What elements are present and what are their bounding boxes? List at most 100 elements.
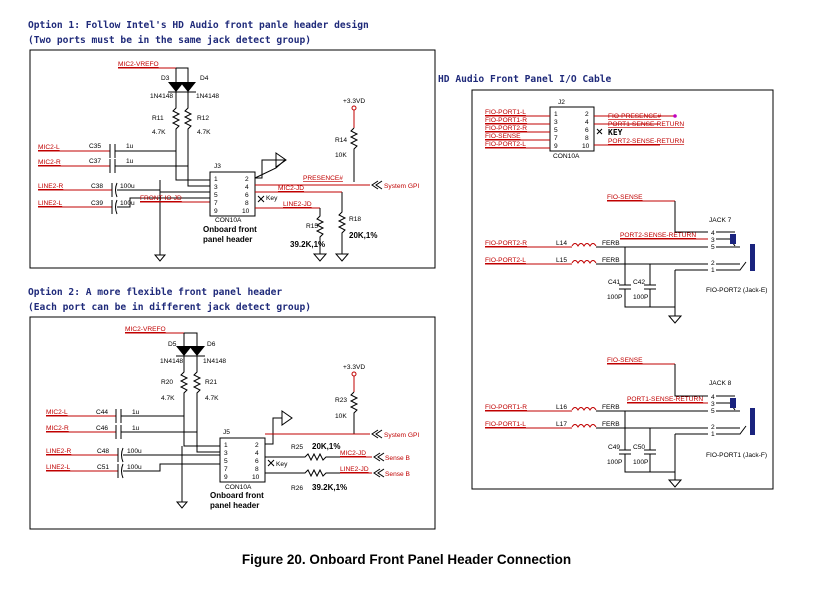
j3-pin-4: 4: [245, 184, 249, 191]
r20-label: R20: [161, 379, 173, 386]
r15-value: 39.2K,1%: [290, 240, 325, 249]
r23-value: 10K: [335, 413, 347, 420]
resistor-r21: [192, 356, 202, 432]
j5-pin-1: 1: [224, 442, 228, 449]
r11-value: 4.7K: [152, 129, 166, 136]
jack8-l-top: L16: [556, 404, 567, 411]
jack8-body: [750, 408, 755, 435]
connector-j5: [219, 437, 266, 483]
j2-net-port2-r: FIO-PORT2-R: [485, 125, 527, 132]
resistor-r23: [349, 391, 359, 434]
jack8-l-bot: L17: [556, 421, 567, 428]
d4-label: D4: [200, 75, 209, 82]
jack7-body: [750, 244, 755, 271]
jack7-l-top: L14: [556, 240, 567, 247]
jack8-sense-net: FIO-SENSE: [607, 357, 643, 364]
r26-label: R26: [291, 485, 303, 492]
mic2-r-net-2: MIC2-R: [46, 425, 69, 432]
line2-l-net: LINE2-L: [38, 200, 63, 207]
j2-pin-4: 4: [585, 119, 589, 126]
c39-label: C39: [91, 200, 103, 207]
d6-part: 1N4148: [203, 358, 226, 365]
line2-jd-net: LINE2-JD: [283, 201, 312, 208]
r15-label: R15: [306, 223, 318, 230]
jack7-circuit: FIO-SENSE JACK 7 PORT2-SENSE-RETURN FIO-…: [485, 194, 767, 324]
c37-label: C37: [89, 158, 101, 165]
jack7-pin-4: 4: [711, 230, 715, 237]
j5-pin-3: 3: [224, 450, 228, 457]
jack7-name: FIO-PORT2 (Jack-E): [706, 287, 767, 294]
c38-label: C38: [91, 183, 103, 190]
jack7-l-bot: L15: [556, 257, 567, 264]
j2-pin-9: 9: [554, 143, 558, 150]
jack8-cb: C50: [633, 444, 645, 451]
jack7-cav: 100P: [607, 294, 623, 301]
r18-label: R18: [349, 216, 361, 223]
system-gpi-1: System GPI: [384, 183, 419, 190]
c46-label: C46: [96, 425, 108, 432]
j2-pin-1: 1: [554, 111, 558, 118]
j2-net-port2-return: PORT2-SENSE-RETURN: [608, 138, 684, 145]
r20-value: 4.7K: [161, 395, 175, 402]
j5-part: CON10A: [225, 484, 252, 491]
line2-r-net-2: LINE2-R: [46, 448, 72, 455]
d5-part: 1N4148: [160, 358, 183, 365]
diode-d6: [189, 346, 205, 357]
inductor-l14: [571, 243, 597, 247]
line2-l-net-2: LINE2-L: [46, 464, 71, 471]
capacitor-c39: [111, 199, 118, 215]
presence-net: PRESENCE#: [303, 175, 343, 182]
jack8-ferb-top: FERB: [602, 404, 620, 411]
jack8-cbv: 100P: [633, 459, 649, 466]
j3-pin-7: 7: [214, 200, 218, 207]
inductor-l17: [571, 424, 597, 428]
option1-vref-net: MIC2-VREFO: [118, 61, 159, 68]
jack8-port-l: FIO-PORT1-L: [485, 421, 526, 428]
jack8-ferb-bot: FERB: [602, 421, 620, 428]
jack7-pin-1: 1: [711, 267, 715, 274]
resistor-r11: [171, 92, 181, 151]
c51-label: C51: [97, 464, 109, 471]
j3-pin-10: 10: [242, 208, 250, 215]
jack7-port-l: FIO-PORT2-L: [485, 257, 526, 264]
key-mark-1: [257, 195, 265, 203]
mic2-r-net: MIC2-R: [38, 159, 61, 166]
j5-pin-10: 10: [252, 474, 260, 481]
c48-label: C48: [97, 448, 109, 455]
j5-pin-4: 4: [255, 450, 259, 457]
r14-value: 10K: [335, 152, 347, 159]
jack7-pin-5: 5: [711, 244, 715, 251]
j2-pin-6: 6: [585, 127, 589, 134]
option1-schematic: MIC2-VREFO D3 D4 1N4148 1N4148 R11 4.7K …: [29, 49, 436, 269]
line2-r-net: LINE2-R: [38, 183, 64, 190]
figure-caption: Figure 20. Onboard Front Panel Header Co…: [241, 552, 572, 567]
c48-value: 100u: [127, 448, 142, 455]
onboard2-line2: panel header: [210, 501, 259, 510]
j2-net-sense: FIO-SENSE: [485, 133, 521, 140]
resistor-r25: [265, 452, 340, 462]
j5-pin-9: 9: [224, 474, 228, 481]
jack7-port-r: FIO-PORT2-R: [485, 240, 527, 247]
j5-pin-2: 2: [255, 442, 259, 449]
j2-net-port2-l: FIO-PORT2-L: [485, 141, 526, 148]
jack7-cbv: 100P: [633, 294, 649, 301]
j3-pin-2: 2: [245, 176, 249, 183]
cable-frame: [471, 89, 774, 490]
jack8-pin-4: 4: [711, 394, 715, 401]
jack8-pin-1: 1: [711, 431, 715, 438]
jack7-ca: C41: [608, 279, 620, 286]
j5-pin-8: 8: [255, 466, 259, 473]
option2-title: Option 2: A more flexible front panel he…: [28, 287, 283, 298]
front-io-jd-net: FRONT-IO-JD: [140, 195, 182, 202]
jack8-pin-2: 2: [711, 424, 715, 431]
key-label-1: Key: [266, 195, 278, 202]
cable-schematic: J2 CON10A 1 3 5 7 9 2 4 6 8 10 FIO-PORT1…: [471, 89, 774, 490]
j5-label: J5: [223, 429, 230, 436]
mic2-jd-net-2: MIC2-JD: [340, 450, 366, 457]
r25-value: 20K,1%: [312, 442, 340, 451]
resistor-r18: [337, 192, 347, 254]
j2-pin-2: 2: [585, 111, 589, 118]
sense-b-1: Sense B: [385, 455, 411, 462]
jack8-title: JACK 8: [709, 380, 732, 387]
